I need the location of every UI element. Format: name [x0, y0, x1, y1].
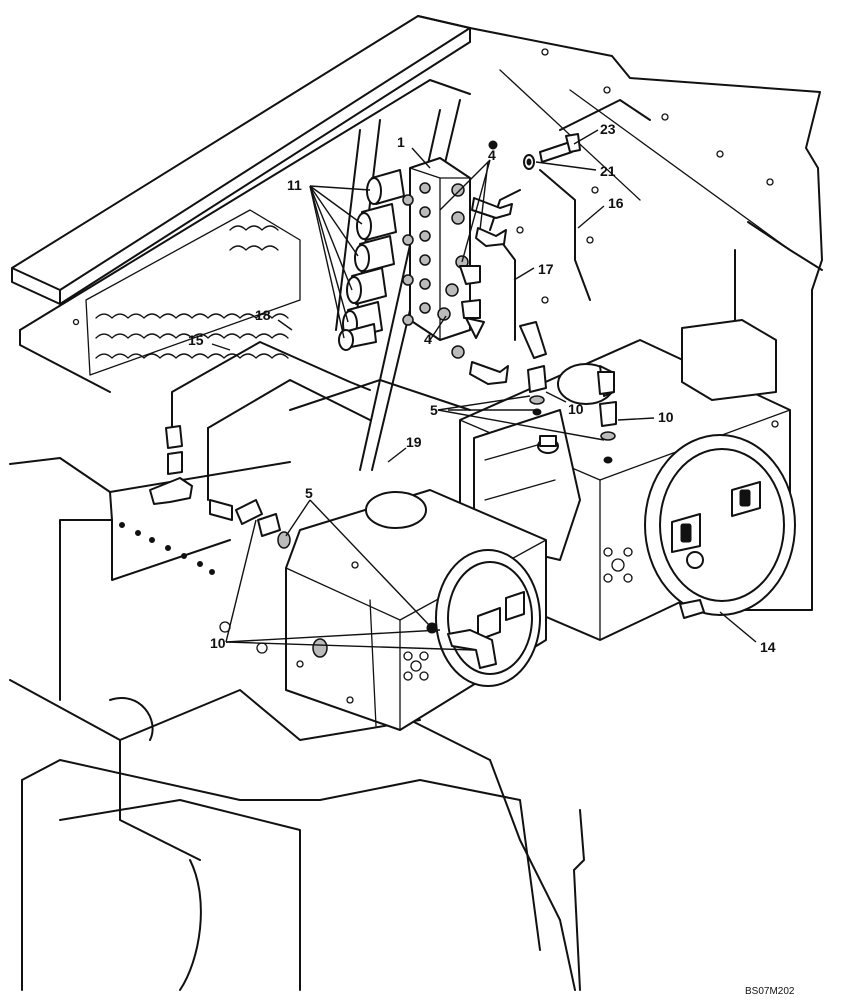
callout-5-upper: 5 — [430, 402, 438, 418]
callout-19: 19 — [406, 434, 422, 450]
callout-23: 23 — [600, 121, 616, 137]
manifold-ports — [402, 182, 431, 326]
callout-4-lower: 4 — [424, 331, 432, 347]
callout-4-upper: 4 — [488, 147, 496, 163]
callout-14: 14 — [760, 639, 776, 655]
left-pump-ports — [403, 651, 429, 681]
callout-10-left: 10 — [210, 635, 226, 651]
callout-10-mid: 10 — [568, 401, 584, 417]
drawing-reference-code: BS07M202 — [745, 986, 795, 997]
callout-10-right: 10 — [658, 409, 674, 425]
callout-17: 17 — [538, 261, 554, 277]
left-pump — [285, 489, 547, 731]
callout-18: 18 — [255, 307, 271, 323]
callout-21: 21 — [600, 163, 616, 179]
leader-lines — [211, 129, 757, 651]
callout-16: 16 — [608, 195, 624, 211]
callout-15: 15 — [188, 332, 204, 348]
right-pump-ports — [603, 420, 779, 583]
fittings-item-4 — [437, 140, 513, 385]
callout-labels: 1 4 4 11 23 21 16 17 18 15 5 10 10 19 5 … — [188, 121, 795, 997]
hoses — [171, 99, 823, 651]
frame-hole-row — [119, 522, 215, 575]
callout-1: 1 — [397, 134, 405, 150]
fittings-item-11 — [338, 169, 405, 351]
callout-5-lower: 5 — [305, 485, 313, 501]
bolt-and-washer — [523, 133, 581, 170]
callout-11: 11 — [287, 177, 302, 193]
